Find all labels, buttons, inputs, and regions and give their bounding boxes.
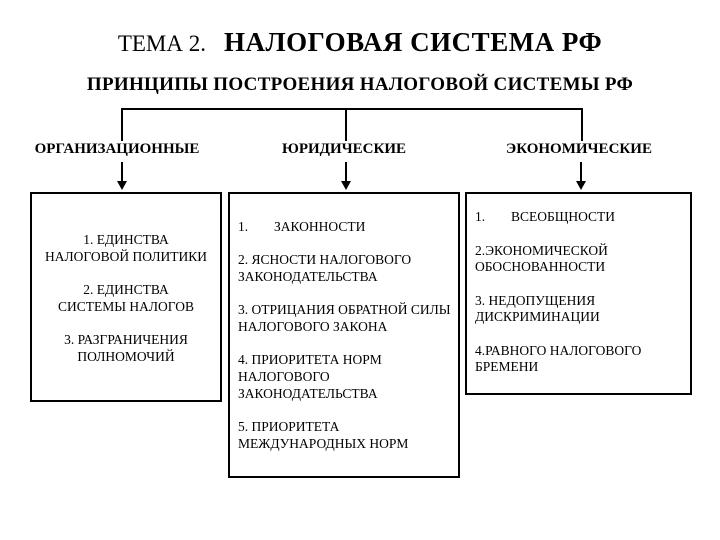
principle-item: 2. ЕДИНСТВА СИСТЕМЫ НАЛОГОВ xyxy=(32,281,220,315)
principle-line: БРЕМЕНИ xyxy=(475,359,539,374)
principle-item: 5. ПРИОРИТЕТА МЕЖДУНАРОДНЫХ НОРМ xyxy=(238,418,454,452)
arrow-head xyxy=(576,181,586,190)
principle-line: ЗАКОНОДАТЕЛЬСТВА xyxy=(238,269,378,284)
principle-item: 1. ЗАКОННОСТИ xyxy=(238,218,454,235)
principle-line: ВСЕОБЩНОСТИ xyxy=(511,209,616,224)
down-arrow-icon xyxy=(117,162,127,190)
principle-line: 2. ЕДИНСТВА xyxy=(83,282,169,297)
down-arrow-icon xyxy=(576,162,586,190)
column-label-organizational: ОРГАНИЗАЦИОННЫЕ xyxy=(34,141,200,157)
principle-item: 4.РАВНОГО НАЛОГОВОГО БРЕМЕНИ xyxy=(475,343,686,375)
column-label-legal: ЮРИДИЧЕСКИЕ xyxy=(281,141,407,157)
item-number: 1. xyxy=(475,209,486,224)
principle-line: 5. ПРИОРИТЕТА xyxy=(238,419,340,434)
column-label-economic: ЭКОНОМИЧЕСКИЕ xyxy=(506,141,652,157)
principle-line: ПОЛНОМОЧИЙ xyxy=(77,349,175,364)
principle-line: НАЛОГОВОГО xyxy=(238,369,330,384)
principle-item: 2. ЯСНОСТИ НАЛОГОВОГО ЗАКОНОДАТЕЛЬСТВА xyxy=(238,251,454,285)
arrow-stem xyxy=(345,162,347,182)
principle-line: НАЛОГОВОЙ ПОЛИТИКИ xyxy=(45,249,207,264)
principle-line: ОБОСНОВАННОСТИ xyxy=(475,259,606,274)
principle-item: 3. НЕДОПУЩЕНИЯ ДИСКРИМИНАЦИИ xyxy=(475,293,686,325)
topic-title: НАЛОГОВАЯ СИСТЕМА РФ xyxy=(224,27,603,57)
principle-line: ДИСКРИМИНАЦИИ xyxy=(475,309,600,324)
principle-line: НАЛОГОВОГО ЗАКОНА xyxy=(238,319,388,334)
principle-line: ЗАКОНОДАТЕЛЬСТВА xyxy=(238,386,378,401)
diagram-heading: ПРИНЦИПЫ ПОСТРОЕНИЯ НАЛОГОВОЙ СИСТЕМЫ РФ xyxy=(86,74,634,95)
bracket-leg-left xyxy=(121,108,123,141)
arrow-stem xyxy=(121,162,123,182)
principle-line: 1. ЕДИНСТВА xyxy=(83,232,169,247)
principle-line: ЗАКОННОСТИ xyxy=(274,219,366,234)
bracket-horizontal-line xyxy=(121,108,583,110)
down-arrow-icon xyxy=(341,162,351,190)
slide-title: ТЕМА 2. НАЛОГОВАЯ СИСТЕМА РФ xyxy=(0,27,720,58)
economic-principles-box: 1. ВСЕОБЩНОСТИ 2.ЭКОНОМИЧЕСКОЙ ОБОСНОВАНН… xyxy=(465,192,692,395)
principle-line: 3. ОТРИЦАНИЯ ОБРАТНОЙ СИЛЫ xyxy=(238,302,451,317)
principle-item: 3. РАЗГРАНИЧЕНИЯ ПОЛНОМОЧИЙ xyxy=(32,331,220,365)
arrow-head xyxy=(117,181,127,190)
principle-line: 3. НЕДОПУЩЕНИЯ xyxy=(475,293,596,308)
principle-item: 4. ПРИОРИТЕТА НОРМ НАЛОГОВОГО ЗАКОНОДАТЕ… xyxy=(238,351,454,402)
item-number: 1. xyxy=(238,219,249,234)
principle-line: СИСТЕМЫ НАЛОГОВ xyxy=(57,299,195,314)
principle-line: 2. ЯСНОСТИ НАЛОГОВОГО xyxy=(238,252,412,267)
bracket-leg-center xyxy=(345,108,347,141)
bracket-leg-right xyxy=(581,108,583,141)
principle-line: 2.ЭКОНОМИЧЕСКОЙ xyxy=(475,243,608,258)
topic-number: ТЕМА 2. xyxy=(117,31,206,56)
legal-principles-box: 1. ЗАКОННОСТИ 2. ЯСНОСТИ НАЛОГОВОГО ЗАКОН… xyxy=(228,192,460,478)
principle-line: 4.РАВНОГО НАЛОГОВОГО xyxy=(475,343,642,358)
principle-line: МЕЖДУНАРОДНЫХ НОРМ xyxy=(238,436,409,451)
principle-item: 2.ЭКОНОМИЧЕСКОЙ ОБОСНОВАННОСТИ xyxy=(475,243,686,275)
arrow-stem xyxy=(580,162,582,182)
principle-item: 1. ЕДИНСТВА НАЛОГОВОЙ ПОЛИТИКИ xyxy=(32,231,220,265)
arrow-head xyxy=(341,181,351,190)
principle-item: 1. ВСЕОБЩНОСТИ xyxy=(475,209,686,225)
principle-line: 4. ПРИОРИТЕТА НОРМ xyxy=(238,352,382,367)
organizational-principles-box: 1. ЕДИНСТВА НАЛОГОВОЙ ПОЛИТИКИ 2. ЕДИНСТ… xyxy=(30,192,222,402)
principle-item: 3. ОТРИЦАНИЯ ОБРАТНОЙ СИЛЫ НАЛОГОВОГО ЗА… xyxy=(238,301,454,335)
principle-line: 3. РАЗГРАНИЧЕНИЯ xyxy=(64,332,188,347)
